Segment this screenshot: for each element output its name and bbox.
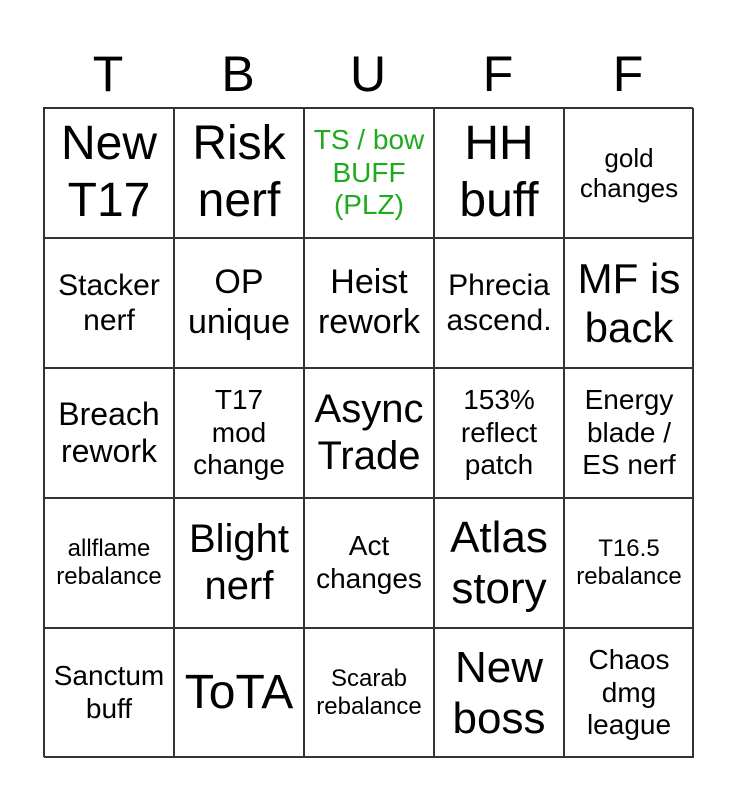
bingo-cell[interactable]: ToTA: [174, 628, 304, 758]
header-letter: T: [92, 46, 124, 102]
bingo-cell[interactable]: Phrecia ascend.: [434, 238, 564, 368]
bingo-cell[interactable]: Sanctum buff: [44, 628, 174, 758]
bingo-cell[interactable]: 153% reflect patch: [434, 368, 564, 498]
header-letter: U: [349, 46, 387, 102]
bingo-cell[interactable]: MF is back: [564, 238, 694, 368]
bingo-cell[interactable]: allflame rebalance: [44, 498, 174, 628]
bingo-cell[interactable]: Risk nerf: [174, 108, 304, 238]
bingo-cell[interactable]: Act changes: [304, 498, 434, 628]
header-letter: F: [482, 46, 514, 102]
bingo-header: T B U F F: [43, 44, 693, 104]
bingo-cell[interactable]: Heist rework: [304, 238, 434, 368]
bingo-cell[interactable]: Energy blade / ES nerf: [564, 368, 694, 498]
bingo-cell[interactable]: Breach rework: [44, 368, 174, 498]
bingo-cell[interactable]: gold changes: [564, 108, 694, 238]
bingo-cell[interactable]: T16.5 rebalance: [564, 498, 694, 628]
bingo-cell[interactable]: Scarab rebalance: [304, 628, 434, 758]
bingo-cell[interactable]: T17 mod change: [174, 368, 304, 498]
bingo-cell[interactable]: Async Trade: [304, 368, 434, 498]
bingo-cell[interactable]: Atlas story: [434, 498, 564, 628]
header-letter: B: [221, 46, 255, 102]
bingo-cell[interactable]: New boss: [434, 628, 564, 758]
bingo-cell-highlighted[interactable]: TS / bow BUFF (PLZ): [304, 108, 434, 238]
bingo-cell[interactable]: HH buff: [434, 108, 564, 238]
bingo-cell[interactable]: New T17: [44, 108, 174, 238]
header-letter: F: [612, 46, 644, 102]
bingo-cell[interactable]: OP unique: [174, 238, 304, 368]
bingo-grid: New T17 Risk nerf TS / bow BUFF (PLZ) HH…: [43, 107, 694, 758]
bingo-cell[interactable]: Stacker nerf: [44, 238, 174, 368]
bingo-cell[interactable]: Blight nerf: [174, 498, 304, 628]
bingo-cell[interactable]: Chaos dmg league: [564, 628, 694, 758]
